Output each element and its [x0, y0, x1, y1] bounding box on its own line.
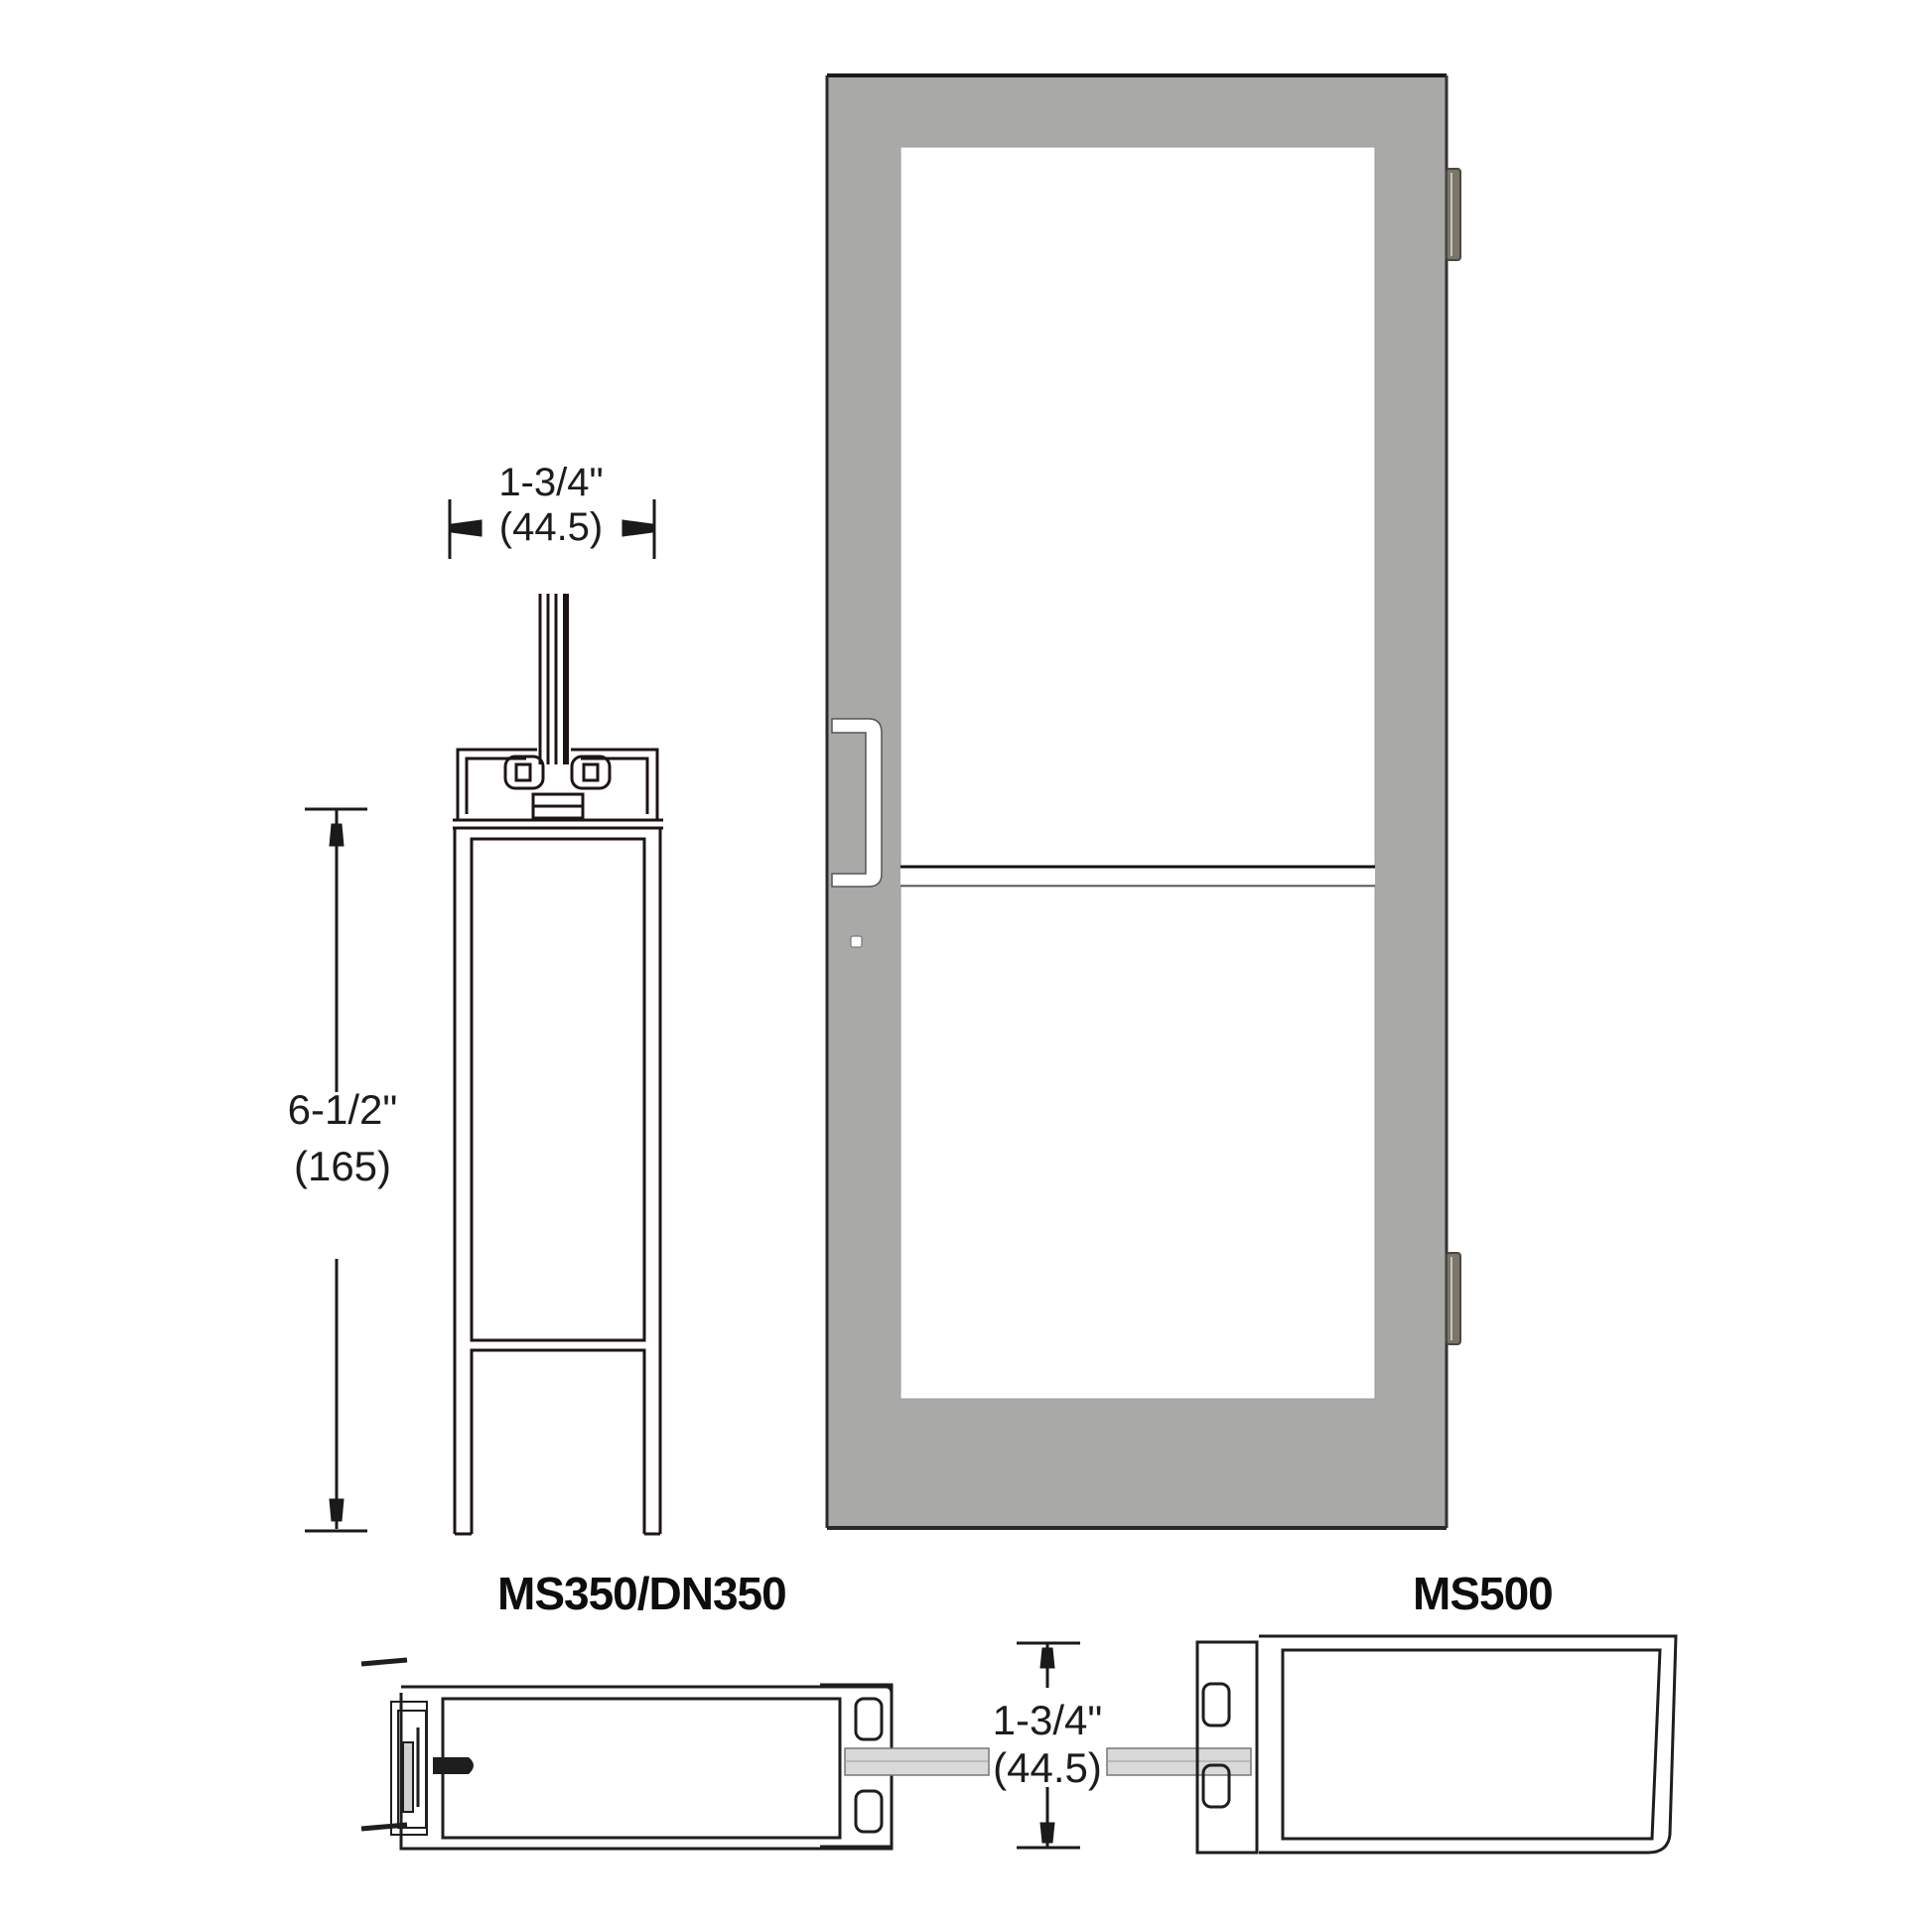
lower-glass-panel	[899, 886, 1376, 1400]
top-dimension-fraction: 1-3/4"	[498, 461, 604, 504]
glass-stop-right	[1106, 1747, 1252, 1776]
side-dimension-metric: (165)	[293, 1143, 392, 1189]
top-dimension-markers	[448, 499, 656, 559]
section-dimension-fraction: 1-3/4"	[992, 1697, 1103, 1743]
section-dimension-markers	[1017, 1641, 1080, 1850]
ms500-section	[1195, 1634, 1678, 1855]
ms350-label: MS350/DN350	[497, 1568, 787, 1619]
screw-icon	[433, 1757, 474, 1774]
bottom-hinge-icon	[1446, 1252, 1461, 1345]
section-dimension-metric: (44.5)	[993, 1744, 1102, 1791]
stile-section	[453, 594, 663, 1536]
glass-stop-left	[844, 1747, 990, 1776]
push-bar	[900, 867, 1375, 887]
side-dimension-markers	[305, 807, 367, 1533]
side-dimension-fraction: 6-1/2"	[287, 1086, 398, 1133]
door-elevation	[825, 73, 1461, 1530]
ms350-section	[360, 1657, 894, 1851]
pull-handle-icon	[831, 718, 883, 888]
top-hinge-icon	[1446, 168, 1461, 261]
ms500-label: MS500	[1413, 1568, 1554, 1619]
top-dimension-metric: (44.5)	[498, 505, 604, 549]
upper-glass-panel	[899, 146, 1376, 868]
lock-cylinder-icon	[850, 935, 863, 948]
